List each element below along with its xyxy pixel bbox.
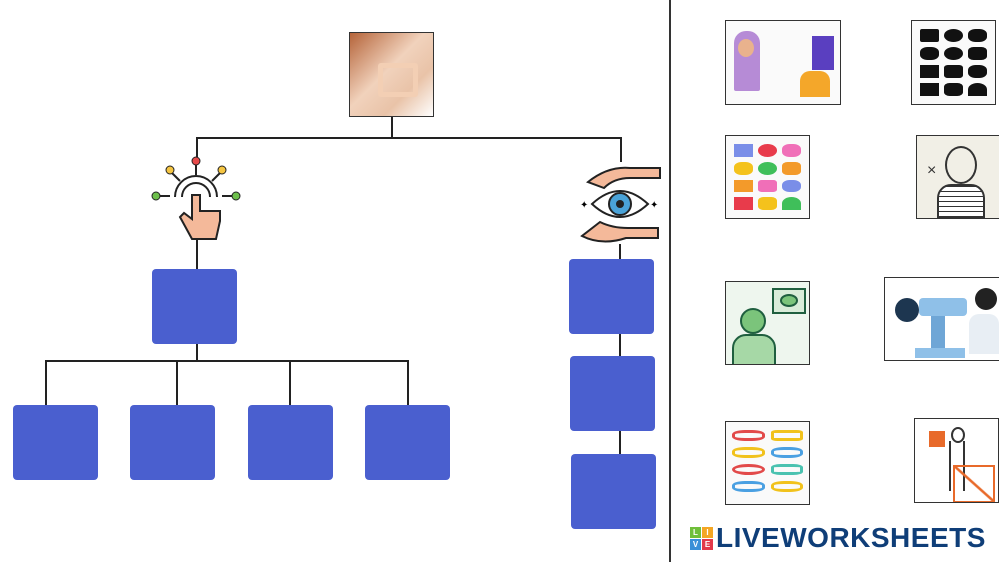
colorful-shapes-grid[interactable]: [725, 135, 810, 219]
eye-exam-illustration[interactable]: [884, 277, 999, 361]
connector: [391, 116, 393, 138]
sight-sense-icon: ✦✦: [578, 160, 662, 246]
divider: [669, 0, 671, 562]
connector: [45, 360, 409, 362]
black-shapes-grid[interactable]: [911, 20, 996, 105]
connector: [196, 137, 621, 139]
svg-text:✦: ✦: [580, 200, 588, 211]
connector: [619, 333, 621, 357]
touch-sense-icon: [150, 155, 242, 241]
liveworksheets-logo: L I V E LIVEWORKSHEETS: [690, 522, 986, 554]
man-covering-eye-sketch[interactable]: ×: [916, 135, 999, 219]
connector: [407, 360, 409, 406]
connector: [196, 343, 198, 361]
svg-text:✦: ✦: [650, 200, 658, 211]
answer-box-touch-1[interactable]: [13, 405, 98, 480]
logo-text: LIVEWORKSHEETS: [716, 522, 986, 553]
connector: [196, 238, 198, 270]
connector: [196, 137, 198, 157]
connector: [619, 431, 621, 455]
answer-box-sight-1[interactable]: [569, 259, 654, 334]
answer-box-sight-2[interactable]: [570, 356, 655, 431]
two-women-illustration[interactable]: [725, 20, 841, 105]
answer-box-touch-4[interactable]: [365, 405, 450, 480]
logo-tiles: L I V E: [690, 526, 713, 550]
connector: [620, 137, 622, 162]
eye-poster-man[interactable]: [725, 281, 810, 365]
connector: [619, 244, 621, 260]
glasses-grid[interactable]: [725, 421, 810, 505]
connector: [176, 360, 178, 406]
answer-box-sight-3[interactable]: [571, 454, 656, 529]
answer-box-touch-3[interactable]: [248, 405, 333, 480]
logo-tile: E: [702, 538, 713, 550]
logo-tile: V: [690, 538, 701, 550]
logo-tile: L: [690, 526, 701, 538]
connector: [45, 360, 47, 406]
woman-with-boxes[interactable]: [914, 418, 999, 503]
logo-tile: I: [702, 526, 713, 538]
answer-box-touch[interactable]: [152, 269, 237, 344]
woman-finger-frame-photo: [349, 32, 434, 117]
answer-box-touch-2[interactable]: [130, 405, 215, 480]
connector: [289, 360, 291, 406]
